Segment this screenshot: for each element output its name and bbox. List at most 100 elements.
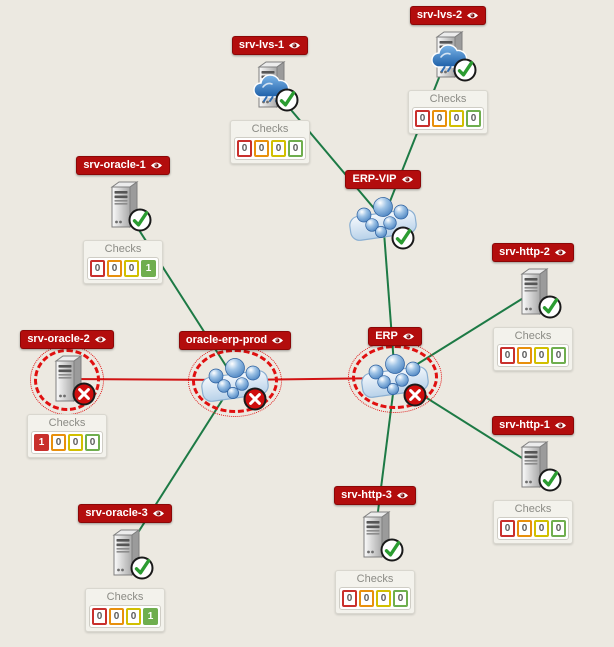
status-ok-icon <box>274 87 300 113</box>
eye-icon[interactable] <box>554 248 567 257</box>
node-icon-area <box>345 341 445 413</box>
checks-title: Checks <box>106 591 144 603</box>
status-critical-icon <box>402 382 428 408</box>
check-count-warning: 0 <box>107 260 122 277</box>
eye-icon[interactable] <box>94 335 107 344</box>
check-count-warning: 0 <box>517 520 532 537</box>
check-count-unknown: 0 <box>534 520 549 537</box>
check-count-ok: 0 <box>466 110 481 127</box>
eye-icon[interactable] <box>288 41 301 50</box>
eye-icon[interactable] <box>466 11 479 20</box>
status-ok-icon <box>537 467 563 493</box>
status-critical-icon <box>71 381 97 407</box>
check-count-critical: 0 <box>500 347 515 364</box>
eye-icon[interactable] <box>396 491 409 500</box>
node-icon-area <box>333 192 433 251</box>
node-label[interactable]: srv-oracle-2 <box>20 330 114 349</box>
check-count-unknown: 0 <box>124 260 139 277</box>
node-label[interactable]: ERP-VIP <box>345 170 421 189</box>
eye-icon[interactable] <box>554 421 567 430</box>
check-count-warning: 0 <box>359 590 374 607</box>
node-name: srv-http-2 <box>499 246 550 258</box>
node-label[interactable]: srv-http-3 <box>334 486 416 505</box>
check-count-critical: 0 <box>415 110 430 127</box>
node-label[interactable]: srv-oracle-3 <box>78 504 172 523</box>
check-count-warning: 0 <box>51 434 66 451</box>
check-count-critical: 0 <box>92 608 107 625</box>
eye-icon[interactable] <box>401 175 414 184</box>
node-name: ERP-VIP <box>352 173 397 185</box>
checks-title: Checks <box>104 243 142 255</box>
checks-title: Checks <box>429 93 467 105</box>
eye-icon[interactable] <box>271 336 284 345</box>
status-ok-icon <box>537 294 563 320</box>
node-label[interactable]: srv-lvs-1 <box>231 36 309 55</box>
eye-icon[interactable] <box>152 509 165 518</box>
check-count-critical: 0 <box>342 590 357 607</box>
check-count-ok: 1 <box>141 260 156 277</box>
node-ERP[interactable]: ERP <box>345 327 445 413</box>
node-icon-area <box>185 345 285 417</box>
status-ok-icon <box>390 225 416 251</box>
check-count-unknown: 0 <box>126 608 141 625</box>
node-icon-area <box>488 438 578 494</box>
server-icon[interactable] <box>514 440 552 492</box>
status-critical-icon <box>242 386 268 412</box>
eye-icon[interactable] <box>150 161 163 170</box>
check-count-warning: 0 <box>517 347 532 364</box>
node-icon-area <box>78 178 168 234</box>
status-ok-icon <box>452 57 478 83</box>
check-count-ok: 0 <box>393 590 408 607</box>
check-count-unknown: 0 <box>376 590 391 607</box>
status-ok-icon <box>127 207 153 233</box>
node-name: srv-http-1 <box>499 419 550 431</box>
node-label[interactable]: srv-oracle-1 <box>76 156 170 175</box>
node-label[interactable]: srv-lvs-2 <box>409 6 487 25</box>
node-name: srv-lvs-2 <box>416 9 463 21</box>
node-label[interactable]: oracle-erp-prod <box>178 331 292 350</box>
check-count-unknown: 0 <box>449 110 464 127</box>
node-ERP-VIP[interactable]: ERP-VIP <box>333 170 433 251</box>
check-count-ok: 0 <box>551 347 566 364</box>
check-count-warning: 0 <box>109 608 124 625</box>
checks-title: Checks <box>356 573 394 585</box>
check-count-critical: 1 <box>34 434 49 451</box>
node-icon-area <box>225 58 315 114</box>
node-label[interactable]: srv-http-1 <box>492 416 574 435</box>
checks-title: Checks <box>514 330 552 342</box>
node-name: oracle-erp-prod <box>185 334 268 346</box>
check-count-unknown: 0 <box>534 347 549 364</box>
node-name: ERP <box>375 330 398 342</box>
check-count-critical: 0 <box>90 260 105 277</box>
node-label[interactable]: srv-http-2 <box>492 243 574 262</box>
eye-icon[interactable] <box>402 332 415 341</box>
check-count-ok: 1 <box>143 608 158 625</box>
node-label[interactable]: ERP <box>368 327 422 346</box>
cluster-icon[interactable] <box>355 349 435 405</box>
node-name: srv-oracle-3 <box>85 507 148 519</box>
node-oracle-erp-prod[interactable]: oracle-erp-prod <box>178 331 292 417</box>
